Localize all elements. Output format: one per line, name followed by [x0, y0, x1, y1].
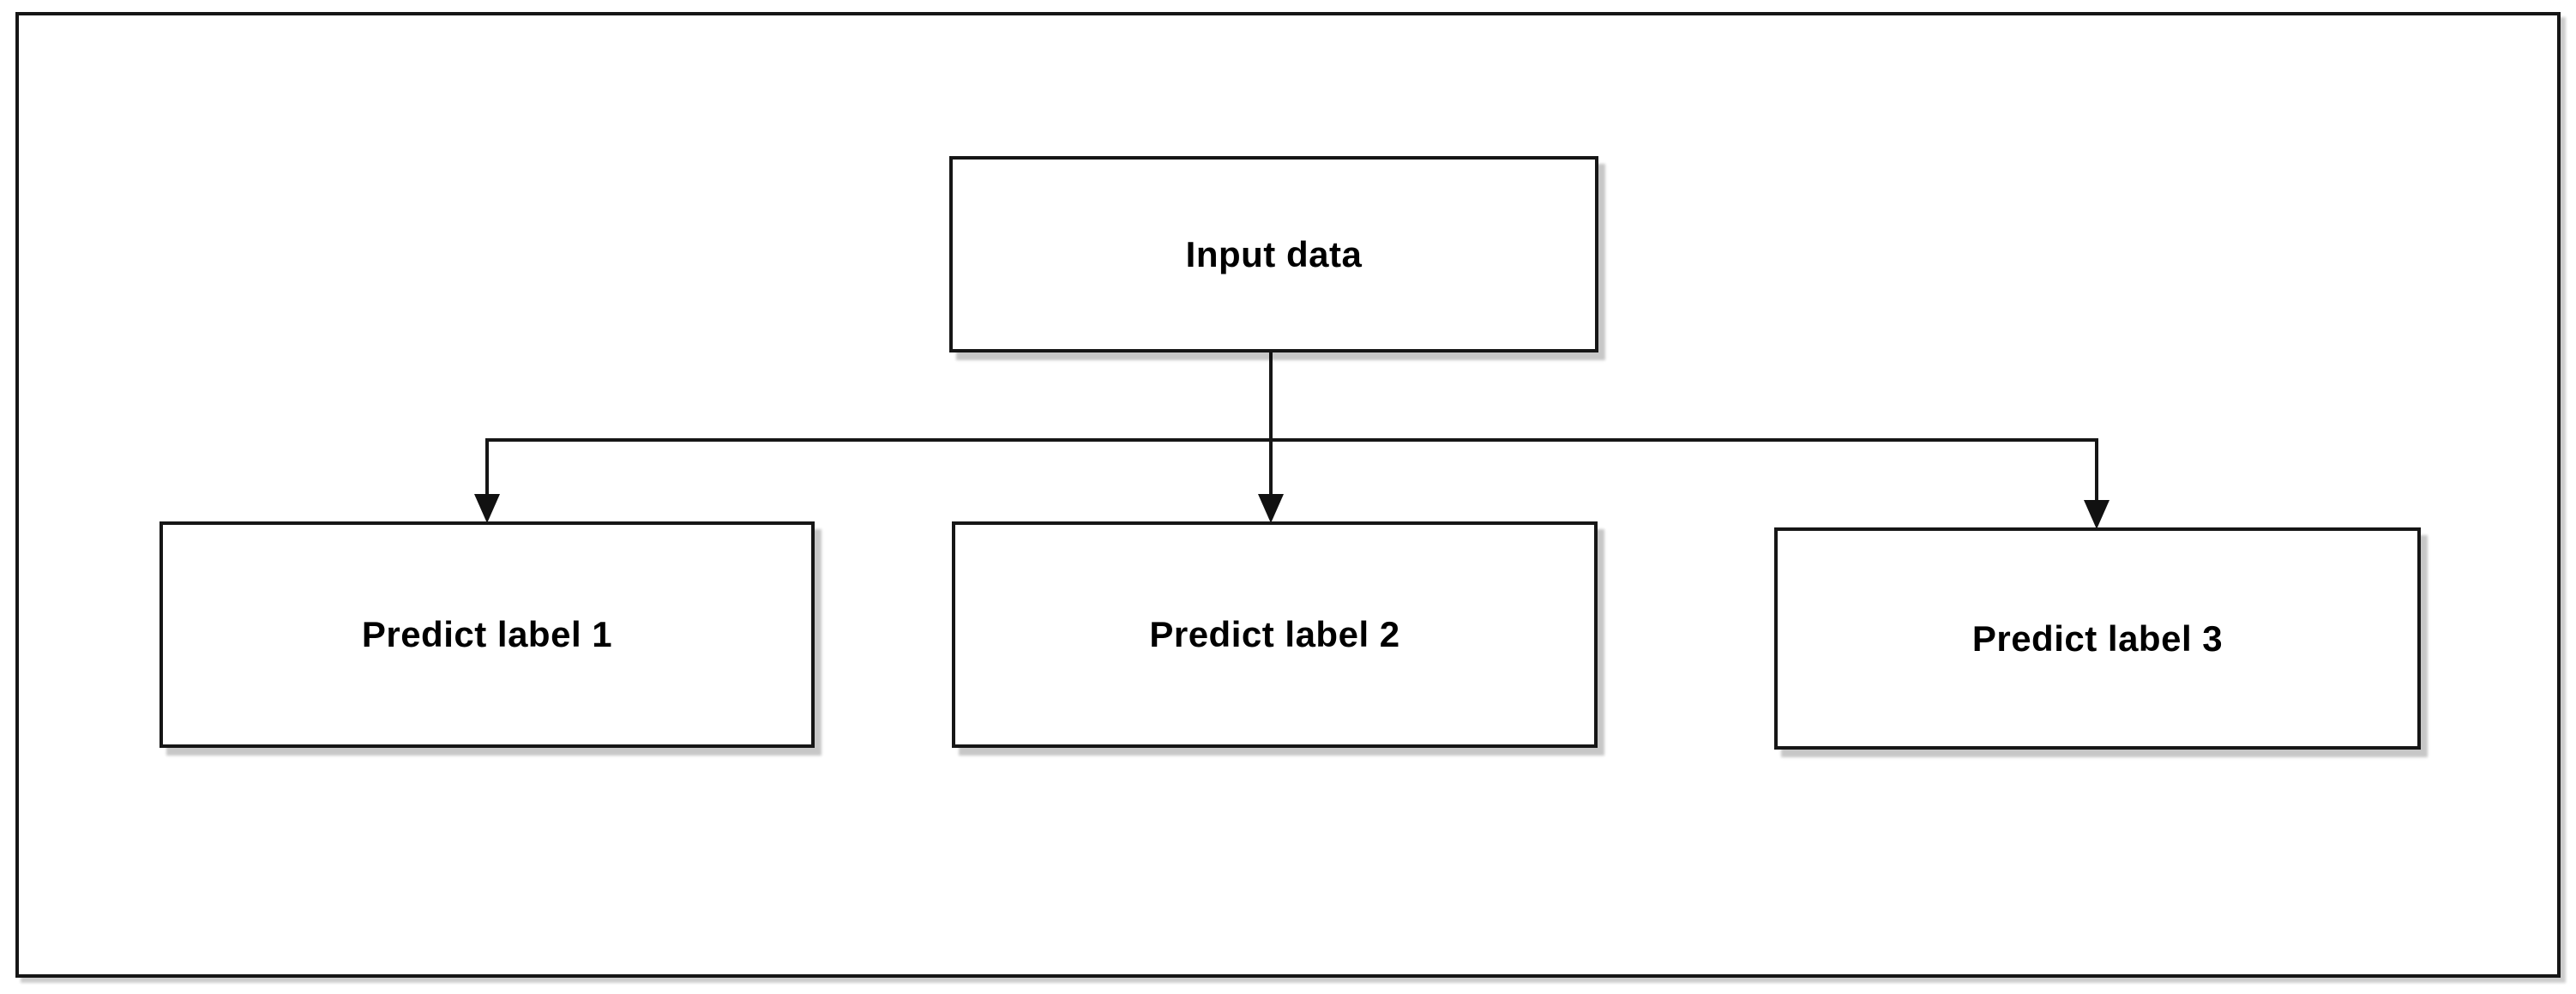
node-predict-label-3: Predict label 3 — [1774, 527, 2421, 750]
arrowhead-down-icon — [474, 494, 500, 523]
node-predict-label-1: Predict label 1 — [159, 521, 815, 748]
node-predict-label-3-label: Predict label 3 — [1971, 617, 2224, 659]
arrowhead-down-icon — [1258, 494, 1284, 523]
node-predict-label-2: Predict label 2 — [952, 521, 1598, 748]
connector-horizontal-line — [485, 438, 2098, 442]
connector-drop-line-3 — [2095, 438, 2098, 503]
arrowhead-down-icon — [2084, 500, 2110, 529]
connector-drop-line-1 — [485, 438, 489, 498]
connector-stem-line — [1269, 351, 1273, 498]
diagram-border-frame — [15, 12, 2561, 978]
node-input-data: Input data — [949, 156, 1598, 352]
node-predict-label-1-label: Predict label 1 — [361, 614, 613, 654]
node-input-data-label: Input data — [1185, 233, 1363, 274]
node-predict-label-2-label: Predict label 2 — [1149, 614, 1400, 654]
